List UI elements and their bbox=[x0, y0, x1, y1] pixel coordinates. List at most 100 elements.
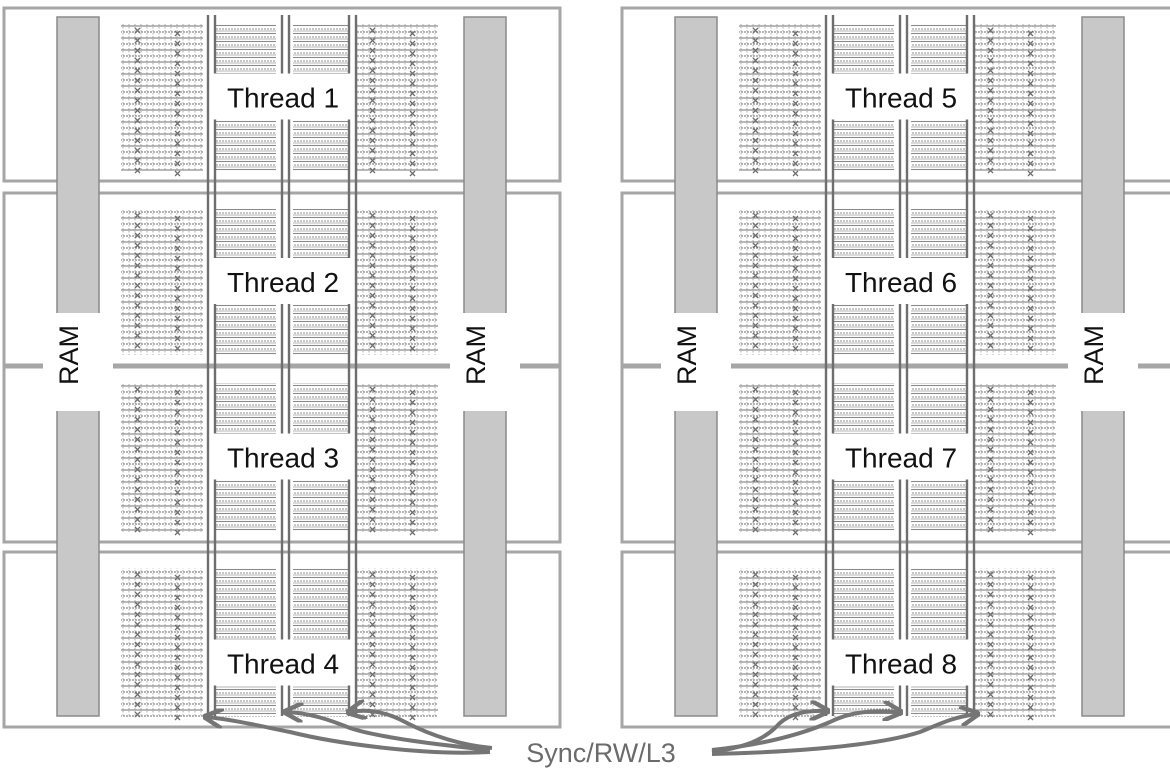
gate-cross-mark bbox=[792, 140, 799, 147]
gate-cross-mark bbox=[134, 426, 141, 433]
gate-cross-mark bbox=[409, 624, 416, 631]
gate-cross-mark bbox=[987, 222, 994, 229]
gate-cross-mark bbox=[987, 436, 994, 443]
gate-array-pattern-icon bbox=[356, 383, 438, 532]
gate-cross-mark bbox=[752, 77, 759, 84]
gate-cross-mark bbox=[369, 332, 376, 339]
gate-cross-mark bbox=[792, 399, 799, 406]
gate-cross-mark bbox=[792, 160, 799, 167]
gate-cross-mark bbox=[1027, 40, 1034, 47]
gate-cross-mark bbox=[792, 594, 799, 601]
gate-cross-mark bbox=[1027, 315, 1034, 322]
gate-cross-mark bbox=[1027, 604, 1034, 611]
gate-cross-mark bbox=[369, 476, 376, 483]
gate-array-pattern-icon bbox=[121, 383, 203, 532]
gate-cross-mark bbox=[369, 456, 376, 463]
gate-cross-mark bbox=[409, 255, 416, 262]
gate-cross-mark bbox=[369, 157, 376, 164]
gate-cross-mark bbox=[369, 147, 376, 154]
gate-cross-mark bbox=[409, 499, 416, 506]
gate-cross-mark bbox=[409, 529, 416, 536]
gate-cross-mark bbox=[1027, 479, 1034, 486]
gate-cross-mark bbox=[369, 137, 376, 144]
gate-array-pattern-icon bbox=[739, 568, 821, 717]
gate-cross-mark bbox=[369, 591, 376, 598]
gate-cross-mark bbox=[134, 137, 141, 144]
gate-cross-mark bbox=[369, 526, 376, 533]
gate-cross-mark bbox=[987, 272, 994, 279]
thread-label: Thread 2 bbox=[227, 267, 339, 298]
gate-cross-mark bbox=[134, 332, 141, 339]
gate-cross-mark bbox=[409, 389, 416, 396]
gate-cross-mark bbox=[134, 67, 141, 74]
gate-cross-mark bbox=[409, 409, 416, 416]
gate-cross-mark bbox=[752, 581, 759, 588]
gate-cross-mark bbox=[409, 714, 416, 721]
gate-cross-mark bbox=[752, 406, 759, 413]
gate-cross-mark bbox=[369, 631, 376, 638]
gate-cross-mark bbox=[369, 322, 376, 329]
gate-cross-mark bbox=[987, 57, 994, 64]
gate-cross-mark bbox=[1027, 170, 1034, 177]
gate-cross-mark bbox=[369, 342, 376, 349]
gate-cross-mark bbox=[409, 305, 416, 312]
gate-cross-mark bbox=[174, 140, 181, 147]
gate-cross-mark bbox=[134, 127, 141, 134]
gate-cross-mark bbox=[752, 57, 759, 64]
gate-cross-mark bbox=[752, 282, 759, 289]
gate-cross-mark bbox=[1027, 90, 1034, 97]
gate-cross-mark bbox=[1027, 459, 1034, 466]
gate-array-pattern-icon bbox=[974, 24, 1056, 171]
gate-cross-mark bbox=[409, 120, 416, 127]
gate-cross-mark bbox=[987, 322, 994, 329]
gate-cross-mark bbox=[792, 624, 799, 631]
gate-cross-mark bbox=[792, 255, 799, 262]
gate-cross-mark bbox=[987, 671, 994, 678]
gate-cross-mark bbox=[134, 406, 141, 413]
gate-cross-mark bbox=[1027, 60, 1034, 67]
gate-cross-mark bbox=[409, 509, 416, 516]
gate-cross-mark bbox=[174, 489, 181, 496]
gate-cross-mark bbox=[174, 704, 181, 711]
gate-cross-mark bbox=[134, 222, 141, 229]
gate-cross-mark bbox=[409, 60, 416, 67]
gate-cross-mark bbox=[1027, 265, 1034, 272]
gate-cross-mark bbox=[134, 97, 141, 104]
gate-cross-mark bbox=[409, 574, 416, 581]
gate-cross-mark bbox=[987, 406, 994, 413]
gate-cross-mark bbox=[369, 466, 376, 473]
gate-cross-mark bbox=[987, 661, 994, 668]
gate-cross-mark bbox=[134, 147, 141, 154]
gate-cross-mark bbox=[134, 621, 141, 628]
gate-cross-mark bbox=[134, 252, 141, 259]
gate-cross-mark bbox=[987, 701, 994, 708]
gate-cross-mark bbox=[792, 30, 799, 37]
gate-cross-mark bbox=[369, 506, 376, 513]
gate-cross-mark bbox=[174, 469, 181, 476]
gate-cross-mark bbox=[987, 282, 994, 289]
gate-cross-mark bbox=[987, 601, 994, 608]
gate-cross-mark bbox=[134, 641, 141, 648]
gate-cross-mark bbox=[409, 70, 416, 77]
gate-cross-mark bbox=[174, 409, 181, 416]
gate-cross-mark bbox=[792, 225, 799, 232]
gate-cross-mark bbox=[134, 456, 141, 463]
gate-cross-mark bbox=[174, 604, 181, 611]
thread-label-box bbox=[212, 433, 354, 480]
gate-cross-mark bbox=[409, 245, 416, 252]
gate-cross-mark bbox=[174, 215, 181, 222]
gate-cross-mark bbox=[1027, 674, 1034, 681]
gate-cross-mark bbox=[792, 335, 799, 342]
gate-cross-mark bbox=[1027, 429, 1034, 436]
gate-cross-mark bbox=[792, 235, 799, 242]
gate-cross-mark bbox=[134, 342, 141, 349]
thread-label-box bbox=[830, 433, 972, 480]
gate-cross-mark bbox=[134, 212, 141, 219]
thread-label-box bbox=[212, 258, 354, 304]
gate-cross-mark bbox=[409, 399, 416, 406]
gate-cross-mark bbox=[134, 396, 141, 403]
gate-cross-mark bbox=[1027, 275, 1034, 282]
gate-cross-mark bbox=[369, 691, 376, 698]
gate-array-pattern-icon bbox=[121, 24, 203, 171]
